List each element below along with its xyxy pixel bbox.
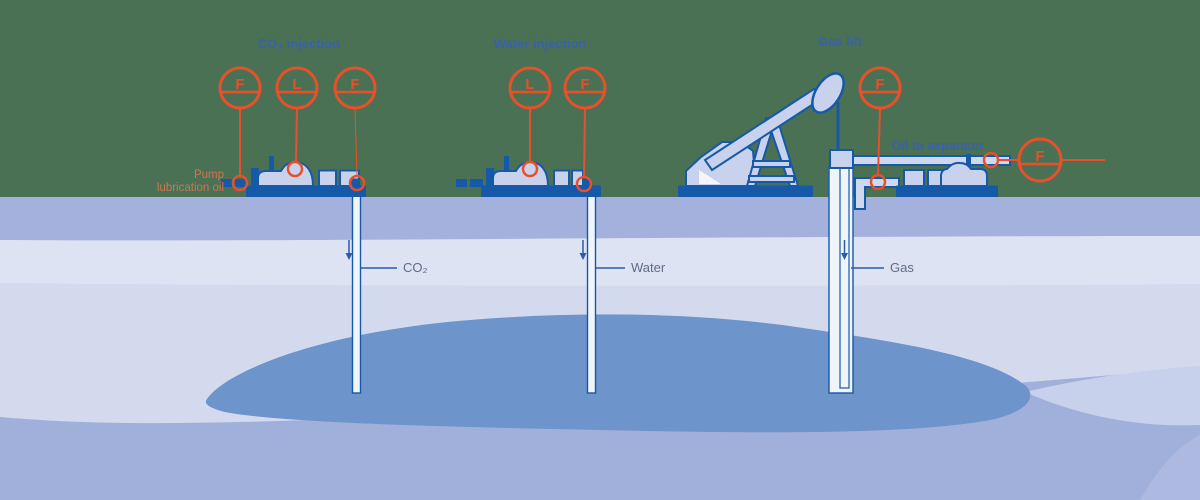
gauge-letter: F bbox=[350, 76, 359, 93]
gauge-letter: F bbox=[875, 76, 884, 93]
riser-pipe bbox=[251, 168, 259, 187]
injection-pipe-elbow bbox=[582, 178, 591, 187]
pumpjack-crossbar bbox=[748, 175, 795, 183]
stratum-corner-right bbox=[1140, 435, 1200, 500]
pumpjack-base bbox=[678, 185, 813, 197]
pump-lubrication-note: Pump lubrication oil bbox=[157, 169, 224, 194]
gauge-letter: L bbox=[292, 76, 301, 93]
note-line-2: lubrication oil bbox=[157, 182, 224, 194]
riser-pipe bbox=[486, 168, 494, 187]
instrument-tap bbox=[521, 160, 539, 178]
tank-chimney bbox=[269, 156, 274, 172]
water-flow-gauge: F bbox=[563, 66, 607, 193]
pumpjack bbox=[678, 72, 845, 197]
note-line-1: Pump bbox=[194, 169, 224, 181]
platform-base bbox=[896, 185, 998, 197]
inlet-pipe-flange bbox=[221, 179, 232, 187]
gas-flow-gauge-oil-line: F bbox=[982, 137, 1105, 183]
instrument-tap bbox=[575, 175, 593, 193]
co2-level-gauge: L bbox=[275, 66, 319, 178]
co2-flow-gauge-wellhead: F bbox=[333, 66, 377, 192]
gas-flow-gauge-injection: F bbox=[858, 66, 902, 191]
instrument-tap bbox=[869, 173, 887, 191]
platform-base bbox=[481, 185, 601, 197]
tank-chimney bbox=[966, 154, 971, 170]
platform-base bbox=[246, 185, 366, 197]
injection-pipe-elbow bbox=[350, 178, 359, 187]
gas-injection-pipe bbox=[854, 177, 900, 210]
gas-well-label: Gas bbox=[890, 260, 914, 275]
co2-flow-gauge-inlet: F bbox=[218, 66, 262, 192]
co2-flow-callout: CO₂ bbox=[345, 240, 428, 275]
water-injection-section: Water injection L F bbox=[456, 36, 666, 275]
oil-to-separator-label: Oil to separator bbox=[892, 139, 985, 153]
water-flow-callout: Water bbox=[579, 240, 666, 275]
pumpjack-horsehead bbox=[811, 72, 845, 114]
gas-well-tubing bbox=[839, 166, 850, 389]
down-arrow bbox=[345, 253, 353, 260]
gas-flow-callout: Gas bbox=[841, 240, 914, 275]
stratum-top bbox=[0, 197, 1200, 241]
water-level-gauge: L bbox=[508, 66, 552, 178]
pumpjack-engine-notch bbox=[699, 170, 721, 184]
gauge-letter: L bbox=[525, 76, 534, 93]
equipment-box bbox=[318, 169, 337, 187]
co2-section-title: CO₂ injection bbox=[258, 36, 340, 51]
stratum-light bbox=[0, 236, 1200, 286]
down-arrow bbox=[841, 253, 848, 260]
down-arrow bbox=[579, 253, 587, 260]
inlet-pipe-flange bbox=[456, 179, 467, 187]
equipment-box bbox=[553, 169, 570, 187]
gauge-letter: F bbox=[235, 76, 244, 93]
co2-injection-section: CO₂ injection Pump lubrication oil F bbox=[157, 36, 428, 275]
dome-tank bbox=[940, 161, 988, 187]
gauge-letter: F bbox=[1035, 148, 1044, 165]
inlet-pipe bbox=[235, 179, 248, 187]
pumpjack-crossbar bbox=[752, 160, 791, 168]
instrument-tap bbox=[231, 174, 249, 192]
gas-lift-platform bbox=[896, 154, 998, 197]
instrument-tap bbox=[348, 174, 366, 192]
equipment-box bbox=[903, 169, 925, 187]
instrument-tap bbox=[286, 160, 304, 178]
water-well-pipe bbox=[586, 185, 597, 394]
gas-lift-section: Gas lift Oil to separator bbox=[678, 34, 1105, 275]
gas-wellhead-block bbox=[829, 149, 854, 169]
stratum-wedge-right bbox=[1025, 366, 1200, 426]
water-injection-platform bbox=[456, 156, 601, 197]
water-well-label: Water bbox=[631, 260, 666, 275]
co2-well-pipe bbox=[351, 185, 362, 394]
tank-chimney bbox=[504, 156, 509, 172]
inlet-pipe bbox=[470, 179, 483, 187]
oil-reservoir bbox=[205, 314, 1031, 433]
co2-well-label: CO₂ bbox=[403, 260, 428, 275]
water-section-title: Water injection bbox=[494, 36, 587, 51]
gauge-letter: F bbox=[580, 76, 589, 93]
gas-section-title: Gas lift bbox=[818, 34, 863, 49]
